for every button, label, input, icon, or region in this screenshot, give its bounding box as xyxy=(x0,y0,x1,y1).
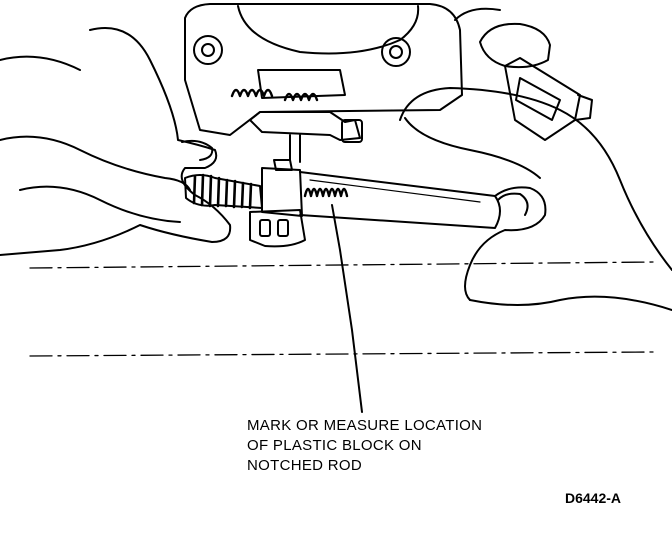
cable-boot-ribs xyxy=(192,173,253,210)
left-hand-palm xyxy=(0,27,232,256)
left-hand-finger-1 xyxy=(19,185,181,223)
callout-line-3: NOTCHED ROD xyxy=(247,457,362,474)
right-hand-finger xyxy=(404,117,541,179)
right-hand-thumb xyxy=(464,186,547,301)
plastic-block xyxy=(261,167,303,217)
connector-latch xyxy=(574,94,593,121)
housing-outline xyxy=(184,3,463,136)
dashed-line-lower xyxy=(29,351,656,357)
plastic-block-clip xyxy=(249,209,306,248)
dashed-reference-lines xyxy=(29,261,656,357)
housing-bore xyxy=(237,5,420,55)
housing-ledge xyxy=(257,69,346,99)
housing-bolt-right xyxy=(381,37,411,67)
linkage-tab xyxy=(341,119,363,143)
callout-line-1: MARK OR MEASURE LOCATION xyxy=(247,417,483,434)
throttle-body-housing xyxy=(184,3,463,163)
clip-slot-2 xyxy=(277,219,289,237)
housing-bolt-left xyxy=(193,35,223,65)
right-hand-palm xyxy=(399,87,672,271)
right-hand-wrist xyxy=(469,295,672,311)
right-hand-knuckle xyxy=(454,7,501,21)
left-hand-finger-2 xyxy=(0,55,81,71)
callout-line-2: OF PLASTIC BLOCK ON xyxy=(247,437,422,454)
left-hand-thumb xyxy=(0,135,191,191)
connector-face xyxy=(515,77,561,121)
housing-bolt-right-center xyxy=(389,45,403,59)
plastic-block-top xyxy=(273,159,293,171)
connector-sleeve xyxy=(479,22,551,69)
housing-bolt-left-center xyxy=(201,43,215,57)
left-hand xyxy=(0,27,232,256)
callout-leader-line xyxy=(331,204,363,413)
left-hand-nail xyxy=(181,139,214,161)
clip-slot-1 xyxy=(259,219,271,237)
electrical-connector xyxy=(479,22,593,141)
adjuster-tube-highlight xyxy=(309,179,481,203)
right-hand-nail xyxy=(497,192,529,216)
throttle-spring xyxy=(230,88,319,102)
linkage-rod xyxy=(289,134,301,163)
linkage-bracket xyxy=(249,111,361,141)
notched-rod-spring xyxy=(303,187,349,198)
adjuster-tube xyxy=(299,171,501,229)
right-hand xyxy=(399,7,672,311)
cable-rod-assembly xyxy=(184,159,501,248)
figure-code: D6442-A xyxy=(565,490,622,506)
